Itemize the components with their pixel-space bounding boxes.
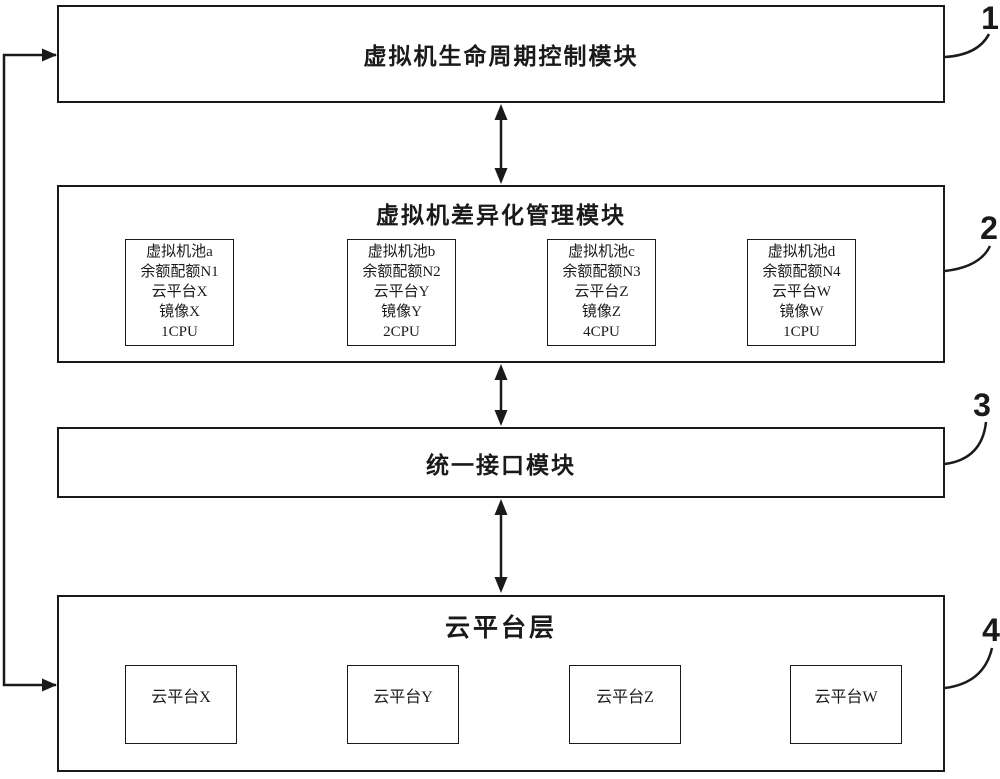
ref-number-1: 1 [981, 0, 999, 36]
arrowhead-up-icon [494, 499, 508, 515]
pool-a-name: 虚拟机池a [146, 244, 213, 260]
arrowhead-up-icon [494, 104, 508, 120]
pool-d-name: 虚拟机池d [767, 244, 836, 260]
ref-number-3: 3 [973, 387, 991, 423]
pool-c-platform: 云平台Z [574, 284, 629, 300]
arrowhead-into-module4-icon [42, 678, 57, 692]
arrowhead-down-icon [494, 577, 508, 593]
arrowhead-down-icon [494, 410, 508, 426]
pool-b-quota: 余额配额N2 [362, 264, 441, 280]
module2-title: 虚拟机差异化管理模块 [376, 203, 626, 228]
cloud-platform-y: 云平台Y [347, 665, 459, 744]
cloud-platform-x: 云平台X [125, 665, 237, 744]
leader-ref-3 [944, 421, 988, 466]
arrowhead-into-module1-icon [42, 48, 57, 62]
pool-d-platform: 云平台W [771, 284, 832, 300]
pool-b-platform: 云平台Y [373, 284, 430, 300]
leader-ref-2 [944, 245, 992, 273]
arrowhead-down-icon [494, 168, 508, 184]
ref-number-4: 4 [982, 612, 1000, 648]
pool-a-platform: 云平台X [151, 284, 208, 300]
vm-pool-d: 虚拟机池d 余额配额N4 云平台W 镜像W 1CPU [747, 239, 856, 346]
feedback-line [2, 53, 56, 687]
vm-pool-c: 虚拟机池c 余额配额N3 云平台Z 镜像Z 4CPU [547, 239, 656, 346]
pool-c-quota: 余额配额N3 [562, 264, 641, 280]
pool-c-image: 镜像Z [581, 304, 622, 320]
pool-d-quota: 余额配额N4 [762, 264, 841, 280]
pool-c-cpu: 4CPU [583, 324, 620, 340]
pool-a-image: 镜像X [159, 304, 200, 320]
pool-c-name: 虚拟机池c [568, 244, 635, 260]
ref-number-2: 2 [980, 210, 998, 246]
pool-a-quota: 余额配额N1 [140, 264, 219, 280]
pool-b-cpu: 2CPU [383, 324, 420, 340]
module4-title: 云平台层 [444, 615, 557, 642]
module-vm-lifecycle-control: 虚拟机生命周期控制模块 [57, 5, 945, 103]
module-vm-differentiation-management: 虚拟机差异化管理模块 虚拟机池a 余额配额N1 云平台X 镜像X 1CPU 虚拟… [57, 185, 945, 363]
module-unified-interface: 统一接口模块 [57, 427, 945, 498]
vm-pool-a: 虚拟机池a 余额配额N1 云平台X 镜像X 1CPU [125, 239, 234, 346]
pool-a-cpu: 1CPU [161, 324, 198, 340]
pool-d-cpu: 1CPU [783, 324, 820, 340]
leader-ref-1 [944, 33, 991, 59]
leader-ref-4 [944, 647, 994, 690]
pool-b-name: 虚拟机池b [367, 244, 436, 260]
module3-title: 统一接口模块 [426, 452, 576, 478]
module1-title: 虚拟机生命周期控制模块 [363, 44, 639, 69]
vm-pool-b: 虚拟机池b 余额配额N2 云平台Y 镜像Y 2CPU [347, 239, 456, 346]
pool-d-image: 镜像W [779, 304, 824, 320]
module-cloud-platform-layer: 云平台层 云平台X 云平台Y 云平台Z 云平台W [57, 595, 945, 772]
cloud-platform-z: 云平台Z [569, 665, 681, 744]
pool-b-image: 镜像Y [381, 304, 422, 320]
cloud-platform-w: 云平台W [790, 665, 902, 744]
arrowhead-up-icon [494, 364, 508, 380]
